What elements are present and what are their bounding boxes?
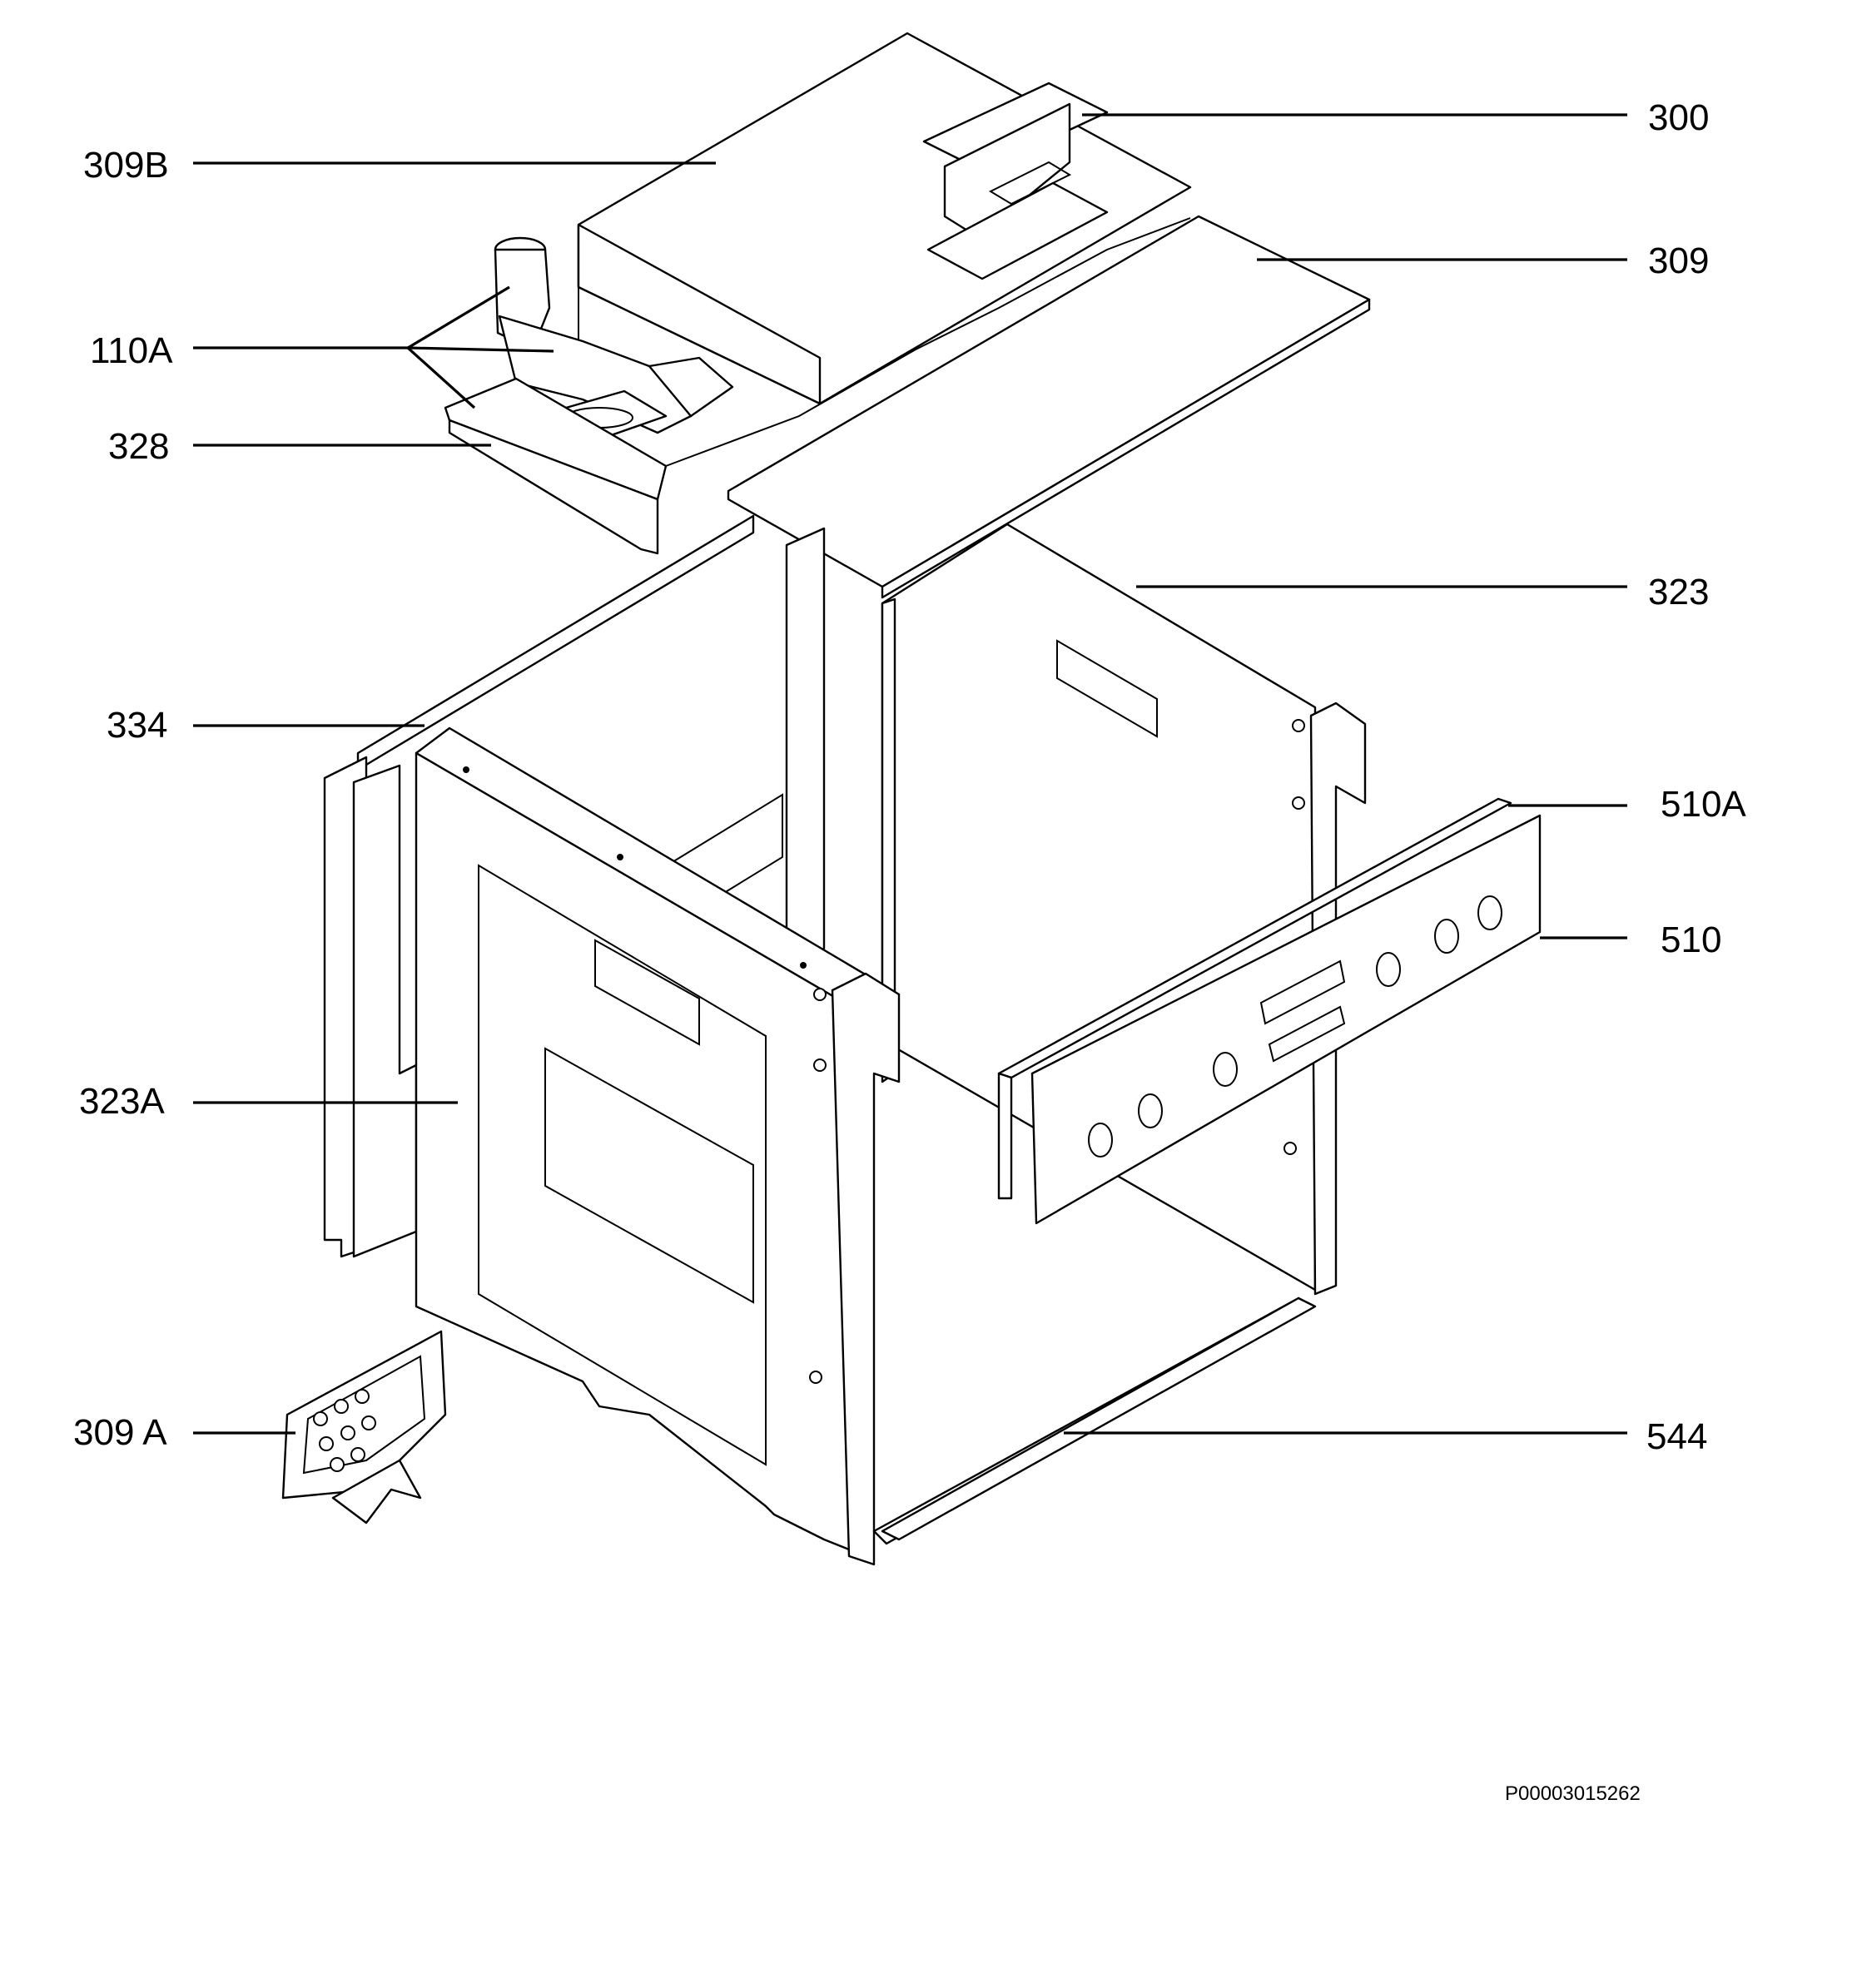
label-323A: 323A [79,1081,165,1122]
label-300: 300 [1648,97,1710,138]
part-323A-front-panel [415,726,901,1566]
label-328: 328 [108,426,170,467]
label-510: 510 [1661,920,1722,960]
label-110A: 110A [90,330,173,371]
part-544-bottom-rail [872,1296,1317,1545]
part-309A-small-bracket [281,1330,447,1524]
label-510A: 510A [1661,784,1746,825]
part-309-top-panel [665,215,1371,599]
reference-code: P00003015262 [1505,1782,1641,1805]
part-323-right-panel [881,523,1367,1296]
label-544: 544 [1646,1416,1708,1457]
part-300-vent-housing [922,82,1109,280]
part-110A-duct [494,236,734,447]
rear-posts [785,527,896,1083]
part-510A-panel-frame [997,797,1512,1200]
part-510-control-panel [1030,814,1542,1225]
leader-lines [193,113,1627,1435]
leader-110A-branch-a [407,285,510,350]
label-309: 309 [1648,240,1710,281]
label-334: 334 [107,705,168,746]
label-309A: 309 A [73,1412,167,1453]
part-334-side-frame [323,514,783,1258]
label-323: 323 [1648,572,1710,612]
leader-110A-branch-b [407,346,554,353]
part-328-bracket-plate [444,377,668,555]
leader-110A-branch-c [406,346,476,409]
label-309B: 309B [83,145,169,186]
